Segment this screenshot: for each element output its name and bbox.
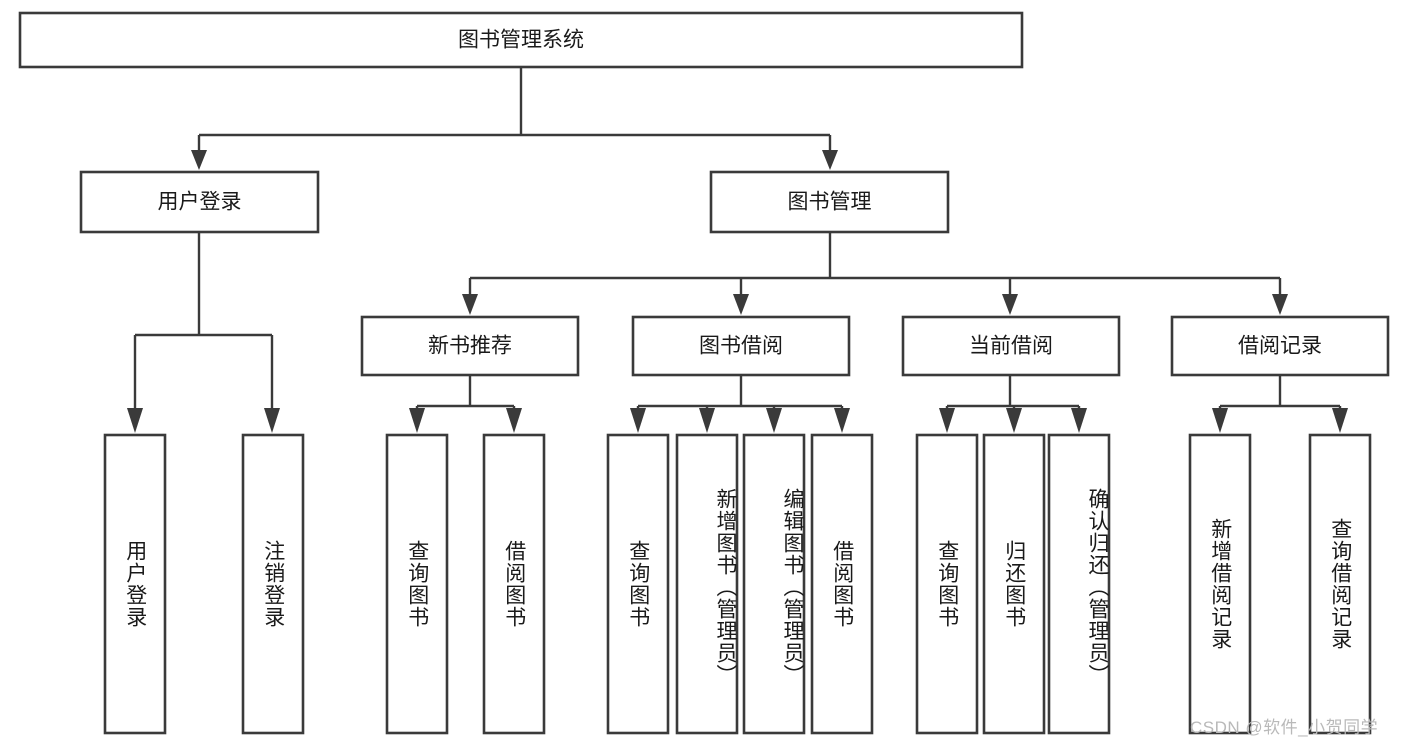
arrow-icon-bookmgmt-1 [462,294,478,315]
arrow-icon-current-2 [1006,408,1022,433]
arrow-icon-current-1 [939,408,955,433]
node-label-book-management: 图书管理 [788,191,872,214]
node-box-current-borrow[interactable] [901,315,1121,377]
arrow-icon-record-2 [1332,408,1348,433]
node-box-book-borrow[interactable] [631,315,851,377]
node-box-leaf-9[interactable] [982,433,1046,735]
node-box-leaf-1[interactable] [241,433,305,735]
node-box-leaf-12[interactable] [1308,433,1372,735]
arrow-icon-bookmgmt-3 [1002,294,1018,315]
arrow-icon-root-2 [822,150,838,170]
arrow-icon-current-3 [1071,408,1087,433]
arrow-icon-userlogin-2 [264,408,280,433]
node-box-leaf-5[interactable] [675,433,739,735]
arrow-icon-bookmgmt-2 [733,294,749,315]
node-label-user-login: 用户登录 [158,191,242,214]
node-box-borrow-record[interactable] [1170,315,1390,377]
arrow-icon-borrow-4 [834,408,850,433]
connector-group-borrow-children [630,375,850,433]
node-box-leaf-7[interactable] [810,433,874,735]
arrow-icon-record-1 [1212,408,1228,433]
connector-group-current-children [939,375,1087,433]
node-label-root: 图书管理系统 [458,29,584,52]
connector-group-userlogin-children [127,232,280,433]
arrow-icon-bookmgmt-4 [1272,294,1288,315]
node-label-new-book-recommend: 新书推荐 [428,335,512,358]
node-box-leaf-10[interactable] [1047,433,1111,735]
node-label-current-borrow: 当前借阅 [969,335,1053,358]
node-box-leaf-4[interactable] [606,433,670,735]
node-box-root[interactable] [18,11,1024,69]
node-box-new-book-recommend[interactable] [360,315,580,377]
node-box-leaf-2[interactable] [385,433,449,735]
csdn-watermark: CSDN @软件_小贺同学 [1190,718,1379,737]
node-box-leaf-3[interactable] [482,433,546,735]
node-box-book-management[interactable] [709,170,950,234]
node-box-leaf-0[interactable] [103,433,167,735]
node-label-book-borrow: 图书借阅 [699,335,783,358]
node-box-leaf-11[interactable] [1188,433,1252,735]
arrow-icon-borrow-2 [699,408,715,433]
connector-group-record-children [1212,375,1348,433]
arrow-icon-newbook-2 [506,408,522,433]
node-box-user-login[interactable] [79,170,320,234]
node-label-borrow-record: 借阅记录 [1238,335,1322,358]
node-box-leaf-8[interactable] [915,433,979,735]
arrow-icon-borrow-3 [766,408,782,433]
node-box-leaf-6[interactable] [742,433,806,735]
arrow-icon-newbook-1 [409,408,425,433]
connector-group-newbook-children [409,375,522,433]
connector-group-root-to-level2 [191,67,838,170]
connector-group-bookmgmt-children [462,232,1288,315]
arrow-icon-userlogin-1 [127,408,143,433]
arrow-icon-borrow-1 [630,408,646,433]
arrow-icon-root-1 [191,150,207,170]
